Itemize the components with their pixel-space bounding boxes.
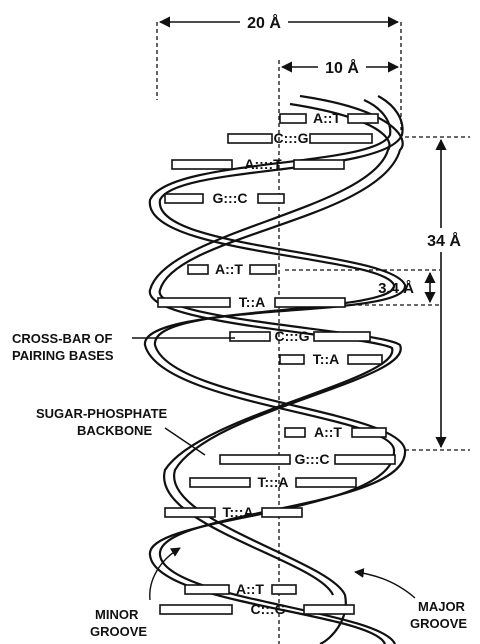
base-pair-label: A::T <box>314 424 342 440</box>
cross-bar <box>257 193 285 204</box>
minor-groove-arrow <box>149 547 181 601</box>
base-pair-label: C:::G <box>275 328 310 344</box>
cross-bar <box>219 454 291 465</box>
major-groove-label-line2: GROOVE <box>410 616 467 631</box>
minor-groove-label-line2: GROOVE <box>90 624 147 639</box>
cross-bar <box>351 427 387 438</box>
cross-bar-label-line2: PAIRING BASES <box>12 348 114 363</box>
cross-bar <box>295 477 357 488</box>
base-pair-labels: A::T C:::G A::::T G:::C A::T T::A C:::G … <box>213 110 343 617</box>
cross-bars <box>157 113 396 615</box>
base-pair-label: G:::C <box>295 451 330 467</box>
helix-width-label: 20 Å <box>247 13 281 32</box>
cross-bar <box>293 159 345 170</box>
backbone-strand-b <box>153 95 407 644</box>
major-groove-arrow <box>354 568 416 599</box>
cross-bar <box>274 297 346 308</box>
cross-bar <box>227 133 273 144</box>
backbone-label: SUGAR-PHOSPHATE <box>36 406 168 421</box>
cross-bar <box>309 133 373 144</box>
major-groove-label: MAJOR <box>418 599 466 614</box>
cross-bar <box>313 331 371 342</box>
cross-bar <box>261 507 303 518</box>
base-pair-label: A::::T <box>244 156 282 172</box>
cross-bar <box>189 477 251 488</box>
cross-bar <box>271 584 297 595</box>
backbone-label-line2: BACKBONE <box>77 423 152 438</box>
cross-bar <box>159 604 233 615</box>
base-pair-label: T::A <box>239 294 265 310</box>
cross-bar-label: CROSS-BAR OF <box>12 331 112 346</box>
base-pair-label: A::T <box>215 261 243 277</box>
cross-bar <box>279 354 305 365</box>
base-pair-label: A::T <box>236 581 264 597</box>
cross-bar <box>164 507 216 518</box>
base-pair-label: A::T <box>313 110 341 126</box>
cross-bar <box>249 264 277 275</box>
minor-groove-label: MINOR <box>95 607 139 622</box>
cross-bar <box>347 113 379 124</box>
base-pair-label: T:::A <box>257 474 288 490</box>
cross-bar <box>229 331 271 342</box>
cross-bar <box>184 584 230 595</box>
cross-bar <box>334 454 396 465</box>
base-pair-label: C:::G <box>274 130 309 146</box>
cross-bar <box>347 354 383 365</box>
backbone-strand-a-inner <box>148 102 394 596</box>
base-pair-label: C:::G <box>251 601 286 617</box>
cross-bar <box>187 264 209 275</box>
backbone-pointer <box>164 427 206 456</box>
pitch-label: 34 Å <box>427 231 461 250</box>
cross-bar <box>303 604 355 615</box>
cross-bar <box>171 159 233 170</box>
backbone-strand-b-inner <box>143 98 396 644</box>
base-pair-label: T:::A <box>222 504 253 520</box>
backbone-strand-a <box>158 94 404 644</box>
cross-bar <box>157 297 231 308</box>
cross-bar <box>284 427 306 438</box>
radius-label: 10 Å <box>325 58 359 77</box>
base-pair-label: G:::C <box>213 190 248 206</box>
base-pair-label: T::A <box>313 351 339 367</box>
cross-bar <box>279 113 307 124</box>
cross-bar <box>164 193 204 204</box>
